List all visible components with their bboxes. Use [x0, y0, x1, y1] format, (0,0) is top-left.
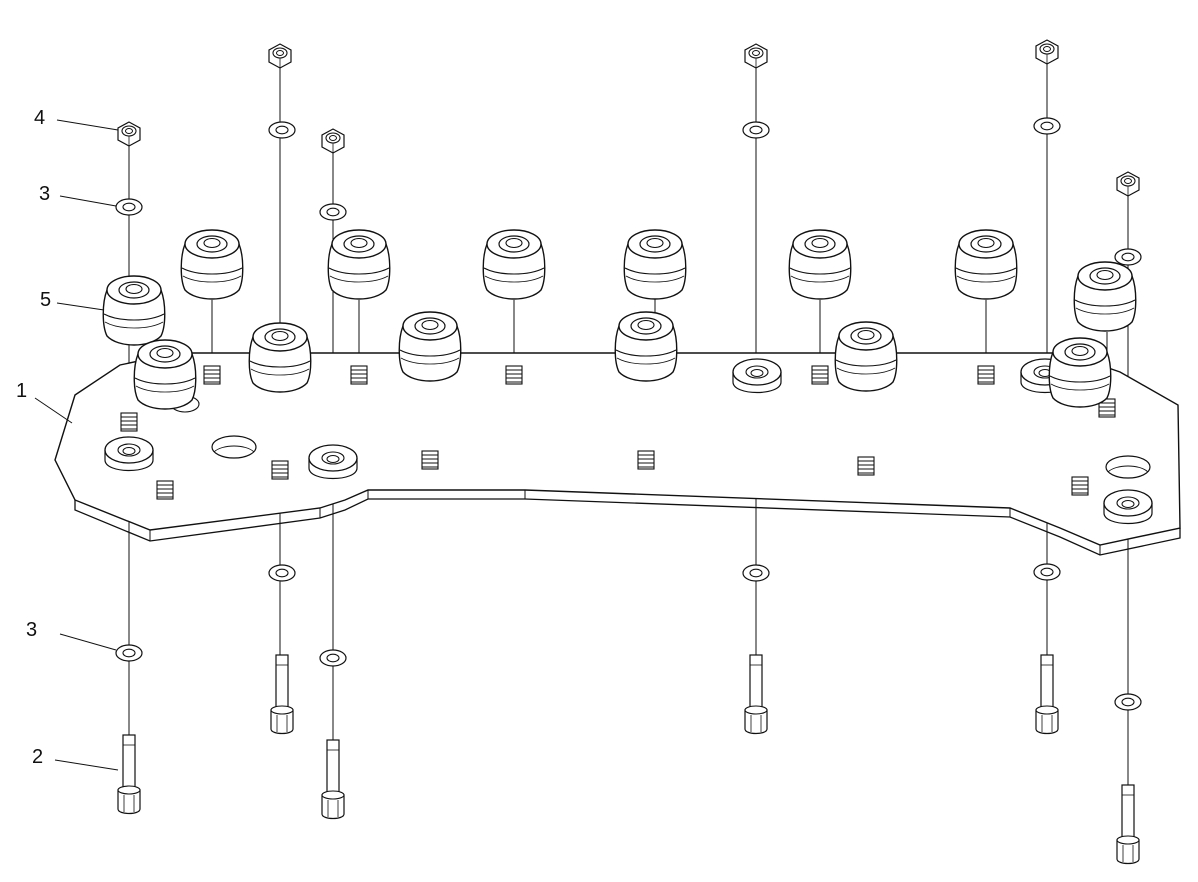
callout-4: 4 — [34, 107, 45, 129]
callout-leaders — [34, 119, 119, 771]
lock-nuts — [117, 39, 1140, 197]
spacer-left-mid — [308, 444, 358, 480]
callout-3-upper: 3 — [39, 183, 50, 205]
spacer-left-front — [104, 436, 154, 472]
callout-5: 5 — [40, 289, 51, 311]
callout-2: 2 — [32, 746, 43, 768]
callout-labels: 1 2 3 3 4 5 — [16, 107, 51, 768]
socket-head-bolts — [117, 654, 1140, 865]
spacer-right-front — [1103, 489, 1153, 525]
bottom-washers — [115, 563, 1142, 711]
callout-1: 1 — [16, 380, 27, 402]
callout-3-lower: 3 — [26, 619, 37, 641]
spacer-center-rear — [732, 358, 782, 394]
base-plate — [54, 352, 1181, 556]
